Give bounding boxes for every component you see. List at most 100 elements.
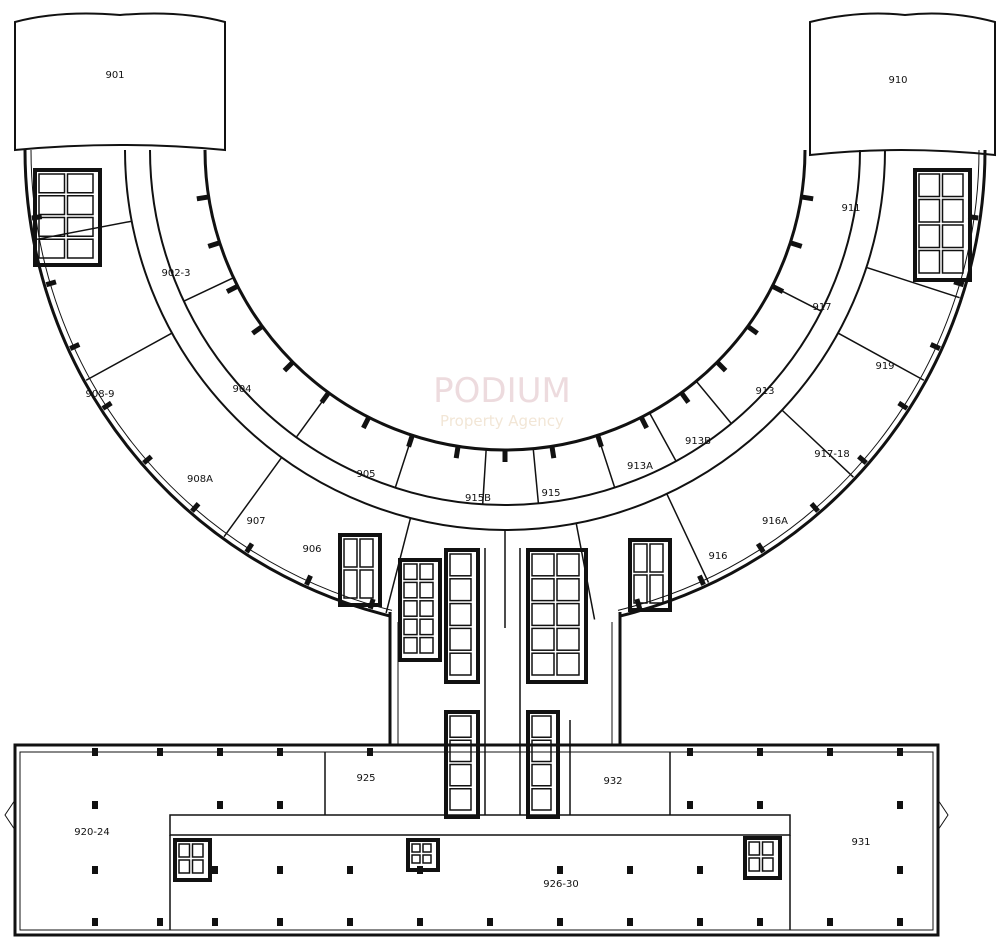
column	[207, 240, 221, 249]
column	[771, 283, 785, 294]
unit-907: 907	[246, 516, 265, 527]
lift-shaft	[449, 788, 472, 811]
lift-shaft	[649, 574, 664, 604]
lift-shaft	[748, 841, 761, 856]
column	[277, 801, 283, 809]
lift-shaft	[941, 198, 964, 223]
stem-wall	[388, 612, 622, 745]
service-core	[406, 838, 440, 872]
column	[142, 454, 153, 465]
partition-wall	[85, 332, 173, 381]
lift-shaft	[633, 574, 648, 604]
column	[757, 748, 763, 756]
lift-shaft	[403, 636, 418, 654]
unit-926-30: 926-30	[543, 879, 578, 890]
unit-915b: 915B	[465, 493, 491, 504]
unit-913a: 913A	[627, 461, 653, 472]
column	[697, 866, 703, 874]
arc-wall	[619, 149, 987, 618]
service-core	[398, 558, 442, 662]
column	[897, 748, 903, 756]
lift-shaft	[419, 600, 434, 617]
lift-shaft	[649, 543, 664, 573]
column	[157, 748, 163, 756]
column	[244, 542, 255, 554]
column	[827, 748, 833, 756]
service-core	[444, 548, 480, 684]
column	[757, 801, 763, 809]
lift-shaft	[918, 198, 941, 223]
lift-shaft	[633, 543, 648, 573]
lift-shaft	[761, 857, 774, 872]
lift-shaft	[941, 224, 964, 249]
column	[361, 416, 372, 430]
column	[557, 918, 563, 926]
lift-shaft	[531, 788, 552, 811]
partition-wall	[837, 332, 925, 381]
column	[487, 918, 493, 926]
lift-shaft	[66, 216, 94, 237]
column	[953, 279, 965, 288]
lift-shaft	[411, 843, 421, 853]
lift-shaft	[918, 224, 941, 249]
lift-shaft	[941, 249, 964, 274]
lift-shaft	[359, 538, 374, 568]
column	[627, 918, 633, 926]
lift-shaft	[191, 859, 204, 874]
lift-shaft	[411, 854, 421, 864]
arc-wall	[149, 149, 861, 506]
lift-shaft	[531, 715, 552, 738]
lift-shaft	[449, 739, 472, 763]
lift-shaft	[38, 238, 66, 259]
partition-wall	[223, 456, 283, 538]
lift-shaft	[556, 553, 580, 577]
column	[638, 416, 649, 430]
lift-shaft	[403, 581, 418, 599]
unit-925: 925	[356, 773, 375, 784]
column	[595, 434, 604, 448]
lift-shaft	[419, 618, 434, 636]
column	[746, 324, 759, 336]
column	[827, 918, 833, 926]
watermark-brand: PODIUM	[433, 371, 571, 411]
column	[347, 918, 353, 926]
column	[196, 194, 210, 202]
column	[417, 918, 423, 926]
column	[347, 866, 353, 874]
column	[277, 918, 283, 926]
unit-932: 932	[603, 776, 622, 787]
unit-905: 905	[356, 469, 375, 480]
column	[225, 283, 239, 294]
unit-901: 901	[105, 70, 124, 81]
column	[157, 918, 163, 926]
unit-917-18: 917-18	[814, 449, 849, 460]
service-core	[743, 836, 782, 880]
column	[92, 918, 98, 926]
arc-wall	[124, 149, 886, 531]
lift-shaft	[403, 618, 418, 636]
lift-shaft	[531, 763, 552, 787]
column	[800, 194, 814, 202]
unit-910: 910	[888, 75, 907, 86]
column	[929, 342, 941, 351]
partition-wall	[866, 266, 960, 299]
unit-920-24: 920-24	[74, 827, 109, 838]
lift-shaft	[531, 739, 552, 763]
column	[92, 866, 98, 874]
column	[897, 801, 903, 809]
column	[549, 445, 557, 459]
lift-shaft	[531, 602, 555, 627]
column	[406, 434, 415, 448]
column	[687, 801, 693, 809]
column	[679, 391, 691, 404]
arc-wall	[23, 149, 391, 618]
lift-shaft	[343, 569, 358, 599]
lift-shaft	[38, 173, 66, 194]
lift-shaft	[941, 173, 964, 198]
arc-wall	[30, 149, 393, 611]
lift-shaft	[556, 627, 580, 651]
unit-931: 931	[851, 837, 870, 848]
column	[282, 360, 295, 373]
